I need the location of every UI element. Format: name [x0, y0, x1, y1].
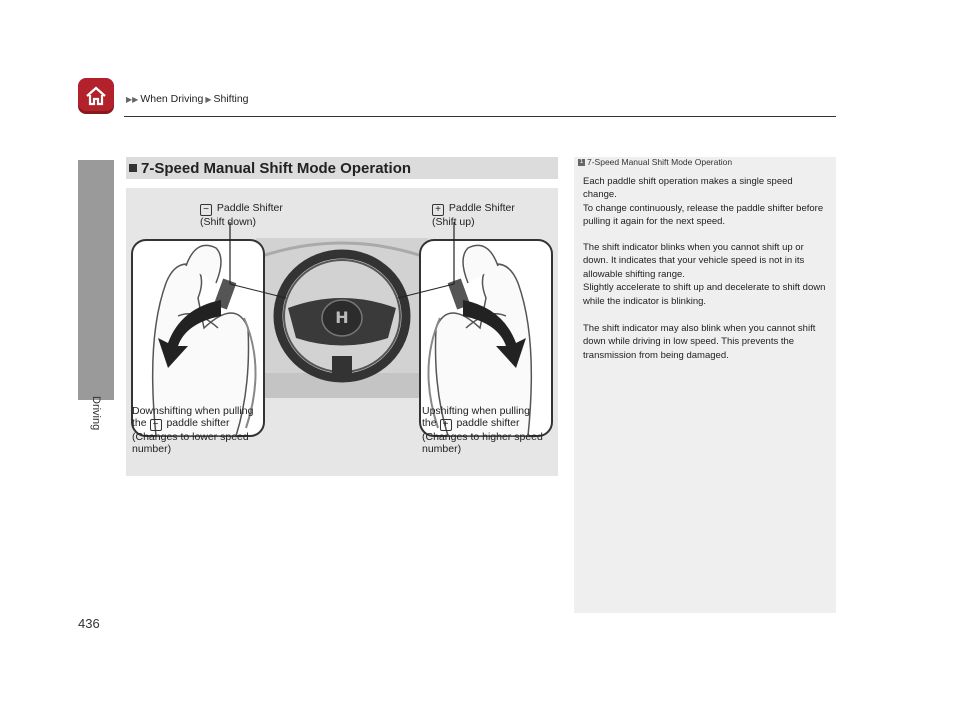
note-number-icon: 1	[578, 158, 585, 166]
paddle-shifter-figure: H − Paddle Shifter	[126, 188, 558, 476]
home-button[interactable]	[78, 78, 114, 114]
svg-text:H: H	[335, 308, 348, 327]
breadcrumb-item[interactable]: When Driving	[140, 93, 204, 105]
note-panel	[574, 157, 836, 613]
breadcrumb-arrow-icon: ▶▶	[126, 94, 139, 104]
section-title: 7-Speed Manual Shift Mode Operation	[141, 159, 412, 177]
downshift-caption: Downshifting when pulling the − paddle s…	[132, 405, 254, 455]
downshift-arrow-icon	[158, 300, 221, 368]
upshift-caption: Upshifting when pulling the + paddle shi…	[422, 405, 543, 455]
minus-key-icon: −	[149, 419, 162, 431]
minus-paddle-label: − Paddle Shifter (Shift down)	[200, 202, 283, 228]
plus-key-icon: +	[439, 419, 452, 431]
plus-paddle-label: + Paddle Shifter (Shift up)	[432, 202, 515, 228]
chapter-label: Driving	[90, 396, 102, 431]
breadcrumb: ▶▶ When Driving ▶ Shifting	[124, 93, 249, 105]
left-hand-inset	[131, 239, 265, 437]
breadcrumb-item[interactable]: Shifting	[213, 93, 249, 105]
steering-wheel-illustration: H	[131, 222, 553, 437]
header-divider	[124, 116, 836, 117]
page-number: 436	[78, 616, 100, 631]
plus-key-icon: +	[432, 204, 444, 216]
steering-wheel-icon: H	[273, 249, 411, 383]
section-bullet-icon	[129, 164, 137, 172]
upshift-arrow-icon	[463, 300, 526, 368]
note-paragraph: The shift indicator may also blink when …	[583, 323, 816, 361]
note-paragraph: The shift indicator blinks when you cann…	[583, 242, 826, 307]
note-heading: 1 7-Speed Manual Shift Mode Operation	[578, 157, 733, 167]
chapter-tab[interactable]	[78, 160, 114, 400]
right-hand-inset	[419, 239, 553, 437]
minus-key-icon: −	[200, 204, 212, 216]
section-heading: 7-Speed Manual Shift Mode Operation	[126, 157, 558, 179]
home-icon	[86, 86, 106, 106]
breadcrumb-arrow-icon: ▶	[205, 94, 212, 104]
note-paragraph: Each paddle shift operation makes a sing…	[583, 176, 824, 228]
